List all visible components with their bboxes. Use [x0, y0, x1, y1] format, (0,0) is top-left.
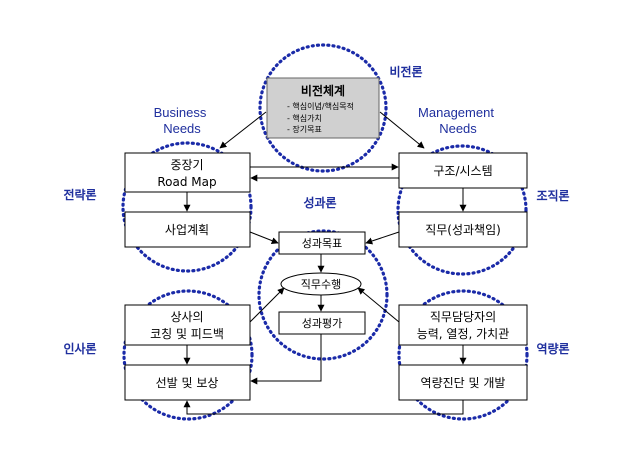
- vision-item-3: - 장기목표: [287, 124, 322, 134]
- business-needs-line-1: Business: [154, 105, 207, 120]
- competency-development-text: 역량진단 및 개발: [421, 376, 506, 390]
- arrow-development-to-selection-loop: [183, 400, 464, 415]
- arrow-vision-to-organization: [379, 111, 425, 149]
- performance-evaluation-text: 성과평가: [302, 317, 342, 330]
- hr-coaching-line-1: 상사의: [170, 310, 203, 324]
- hr-coaching-box: [124, 304, 251, 346]
- hr-selection-box: [124, 364, 251, 401]
- business-needs-line-2: Needs: [163, 121, 201, 136]
- vision-item-2: - 핵심가치: [287, 113, 322, 123]
- organization-job-text: 직무(성과책임): [425, 222, 501, 237]
- competency-capability-box: [398, 304, 528, 346]
- vision-circle: [258, 43, 388, 173]
- competency-label: 역량론: [536, 341, 569, 356]
- strategy-business-plan-box: [124, 211, 251, 248]
- strategy-roadmap-line-1: 중장기: [170, 158, 203, 172]
- strategy-circle: [121, 141, 253, 273]
- performance-evaluation-box: [278, 311, 366, 335]
- vision-box: [266, 77, 380, 139]
- arrow-vision-to-strategy: [219, 111, 267, 149]
- performance-circle: [257, 229, 389, 361]
- vision-label: 비전론: [389, 64, 422, 79]
- arrow-capability-to-execution: [357, 287, 400, 323]
- organization-label: 조직론: [536, 188, 569, 203]
- performance-execution-text: 직무수행: [301, 278, 341, 291]
- performance-label: 성과론: [303, 195, 336, 210]
- competency-circle: [397, 289, 529, 421]
- vision-title: 비전체계: [301, 83, 345, 98]
- organization-job-box: [398, 211, 528, 248]
- organization-structure-text: 구조/시스템: [433, 164, 492, 178]
- management-needs-line-2: Needs: [439, 121, 477, 136]
- competency-capability-line-1: 직무담당자의: [430, 310, 496, 324]
- hr-circle: [122, 289, 254, 421]
- hr-coaching-line-2: 코칭 및 피드백: [150, 327, 224, 341]
- strategy-business-plan-text: 사업계획: [165, 223, 209, 237]
- organization-circle: [396, 144, 528, 276]
- vision-item-1: - 핵심이념/핵심목적: [287, 101, 354, 111]
- arrow-plan-to-goal: [249, 231, 279, 244]
- strategy-label: 전략론: [63, 187, 96, 202]
- competency-development-box: [398, 364, 528, 401]
- performance-goal-box: [278, 231, 366, 255]
- arrow-evaluation-to-selection: [250, 334, 322, 385]
- performance-goal-text: 성과목표: [302, 237, 342, 250]
- hr-selection-text: 선발 및 보상: [156, 376, 219, 390]
- hr-label: 인사론: [63, 341, 96, 356]
- strategy-roadmap-line-2: Road Map: [157, 175, 216, 189]
- strategy-roadmap-box: [124, 152, 251, 193]
- competency-capability-line-2: 능력, 열정, 가치관: [417, 327, 510, 341]
- arrow-coaching-to-execution: [249, 287, 285, 323]
- arrow-job-to-goal: [365, 231, 400, 245]
- management-needs-line-1: Management: [418, 105, 494, 120]
